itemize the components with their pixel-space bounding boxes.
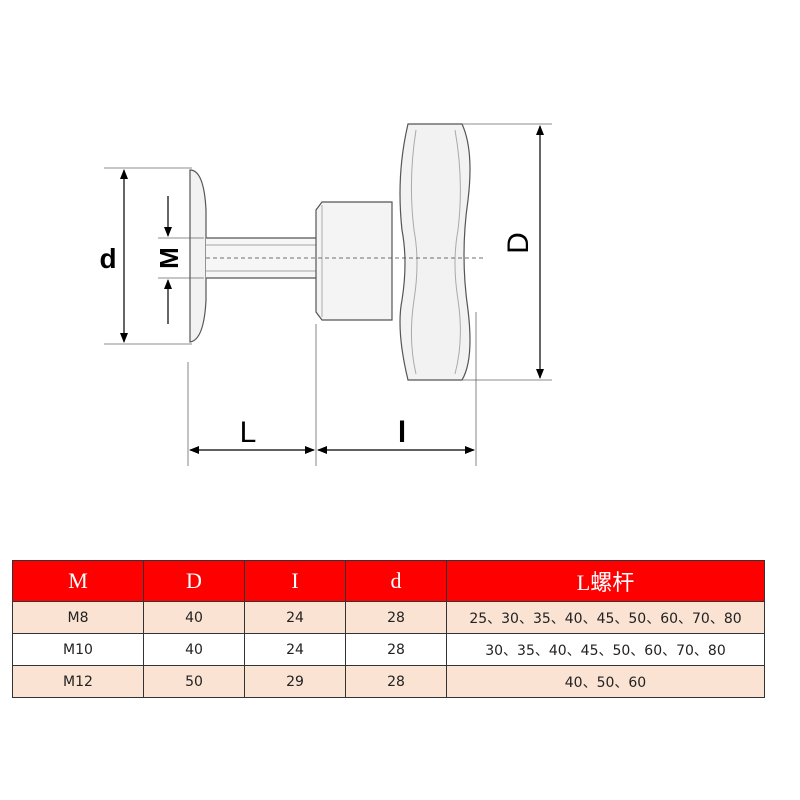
label-d: d	[99, 243, 116, 274]
header-L-screw: L螺杆	[446, 560, 765, 602]
dimension-M: M	[154, 196, 204, 324]
cell-M: M12	[12, 665, 144, 698]
label-L: L	[240, 416, 257, 449]
spec-table: M D I d L螺杆 M8 40 24 28 25、30、35、40、45、5…	[12, 560, 765, 698]
table-row: M12 50 29 28 40、50、60	[12, 665, 765, 698]
cell-D: 40	[143, 601, 245, 634]
dimension-l: l	[317, 312, 477, 466]
table-row: M8 40 24 28 25、30、35、40、45、50、60、70、80	[12, 601, 765, 634]
cell-d: 28	[345, 633, 447, 666]
knob-handle	[399, 123, 471, 381]
cell-I: 29	[244, 665, 346, 698]
table-row: M10 40 24 28 30、35、40、45、50、60、70、80	[12, 633, 765, 666]
header-D: D	[143, 560, 245, 602]
cell-L: 25、30、35、40、45、50、60、70、80	[446, 601, 765, 634]
table-header-row: M D I d L螺杆	[12, 560, 765, 602]
cell-D: 40	[143, 633, 245, 666]
cell-M: M8	[12, 601, 144, 634]
label-l: l	[398, 416, 406, 449]
cell-D: 50	[143, 665, 245, 698]
hub-collar	[315, 201, 393, 321]
knob-technical-drawing: d M D L l	[99, 123, 552, 466]
header-M: M	[12, 560, 144, 602]
cell-I: 24	[244, 601, 346, 634]
label-D: D	[502, 232, 535, 254]
dimension-D: D	[462, 123, 552, 381]
header-d: d	[345, 560, 447, 602]
cell-d: 28	[345, 665, 447, 698]
cell-I: 24	[244, 633, 346, 666]
dimension-L: L	[187, 324, 317, 466]
dimension-d: d	[99, 167, 192, 345]
header-I: I	[244, 560, 346, 602]
cell-L: 40、50、60	[446, 665, 765, 698]
end-flange	[189, 169, 207, 343]
cell-d: 28	[345, 601, 447, 634]
label-M: M	[154, 247, 184, 269]
cell-L: 30、35、40、45、50、60、70、80	[446, 633, 765, 666]
cell-M: M10	[12, 633, 144, 666]
